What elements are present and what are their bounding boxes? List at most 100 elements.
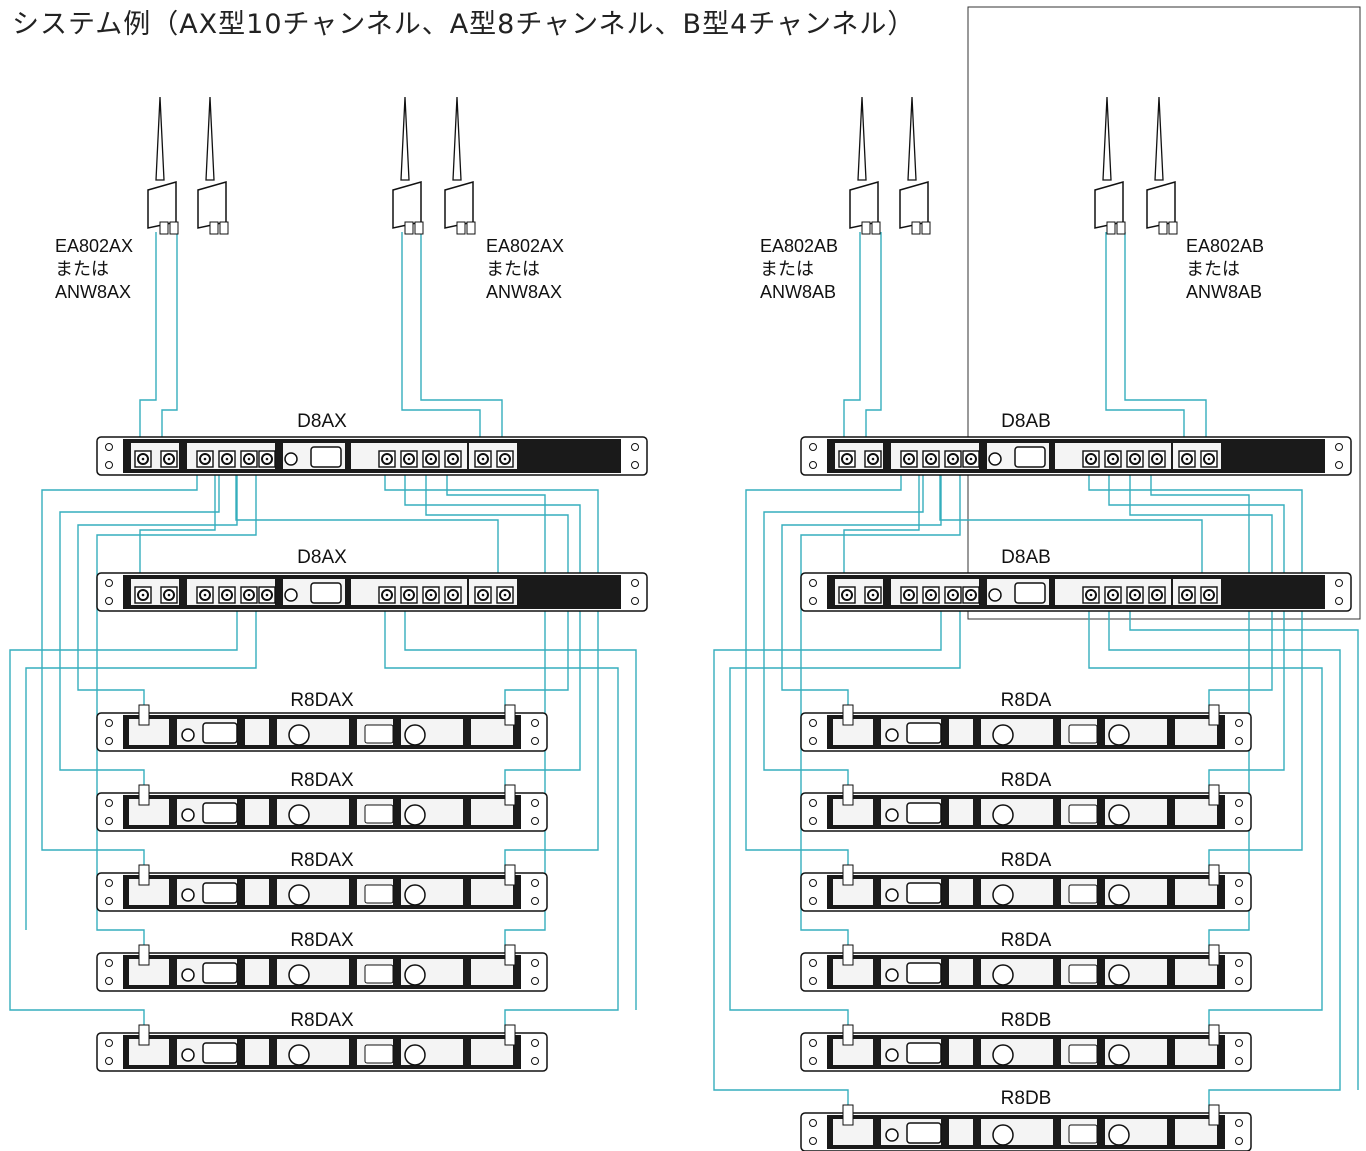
rack-hole <box>1335 461 1343 469</box>
antenna-body <box>197 181 227 229</box>
svg-text:EA802AX: EA802AX <box>486 236 564 256</box>
rack-hole <box>105 897 113 905</box>
panel-section <box>245 879 269 905</box>
bnc-pin <box>203 457 207 461</box>
svg-text:または: または <box>486 259 540 279</box>
rack-hole <box>631 579 639 587</box>
coax-cable <box>1105 232 1185 445</box>
rack-hole <box>631 597 639 605</box>
xlr-output-icon <box>1108 724 1130 746</box>
bnc-pin <box>1155 457 1159 461</box>
rack-hole <box>809 579 817 587</box>
rack-hole <box>105 461 113 469</box>
antenna-whip <box>205 96 215 181</box>
coax-cable <box>139 467 216 575</box>
rack-hole <box>531 737 539 745</box>
distributor-label: D8AX <box>297 547 347 568</box>
bnc-pin <box>929 457 933 461</box>
antenna-connector <box>159 221 169 235</box>
antenna-layer <box>147 96 1178 235</box>
svg-text:または: または <box>55 259 109 279</box>
xlr-output-icon <box>404 804 426 826</box>
antenna-port-icon <box>1208 704 1220 726</box>
dual-jack-icon <box>1068 804 1098 824</box>
dual-jack-icon <box>364 1044 394 1064</box>
svg-text:ANW8AX: ANW8AX <box>55 282 131 302</box>
rack-hole <box>809 461 817 469</box>
rack-hole <box>809 897 817 905</box>
receiver-r8dax-5 <box>96 1024 548 1072</box>
rack-hole <box>105 737 113 745</box>
power-inlet-icon <box>906 1122 942 1144</box>
antenna-5 <box>849 96 881 235</box>
coax-cable <box>1150 467 1250 953</box>
antenna-port-icon <box>842 1024 854 1046</box>
bnc-pin <box>225 457 229 461</box>
rack-hole <box>631 461 639 469</box>
receiver-r8d-4 <box>800 944 1252 992</box>
distributor-label: D8AB <box>1001 411 1051 432</box>
receiver-r8d-1 <box>800 704 1252 752</box>
power-inlet-icon <box>202 882 238 904</box>
svg-text:または: または <box>760 259 814 279</box>
power-inlet-icon <box>906 962 942 984</box>
antenna-label-left-ab: EA802AB または ANW8AB <box>760 236 838 302</box>
antenna-port-icon <box>1208 1024 1220 1046</box>
rack-hole <box>105 959 113 967</box>
coax-cable <box>1108 467 1285 793</box>
antenna-connector <box>871 221 881 235</box>
xlr-output-icon <box>288 1044 310 1066</box>
bnc-pin <box>503 593 507 597</box>
power-switch-icon <box>988 588 1002 602</box>
rack-hole <box>531 1039 539 1047</box>
coax-cable <box>446 467 546 953</box>
bnc-pin <box>1133 593 1137 597</box>
receiver-label: R8DA <box>1001 850 1052 871</box>
antenna-port-icon <box>842 704 854 726</box>
coax-cable <box>161 232 178 445</box>
antenna-port-icon <box>138 784 150 806</box>
bnc-pin <box>871 593 875 597</box>
boundary-frame <box>967 6 1361 620</box>
receiver-r8dax-1 <box>96 704 548 752</box>
power-inlet-icon <box>202 802 238 824</box>
antenna-whip <box>857 96 867 181</box>
svg-text:EA802AX: EA802AX <box>55 236 133 256</box>
power-switch-icon <box>885 808 899 822</box>
coax-cable <box>1108 603 1341 1113</box>
antenna-connector <box>209 221 219 235</box>
antenna-port-icon <box>504 1024 516 1046</box>
bnc-pin <box>481 593 485 597</box>
svg-text:ANW8AB: ANW8AB <box>1186 282 1262 302</box>
bnc-pin <box>247 593 251 597</box>
rack-hole <box>809 443 817 451</box>
antenna-body <box>899 181 929 229</box>
coax-cable <box>843 467 920 575</box>
antenna-port-icon <box>1208 784 1220 806</box>
panel-section <box>949 719 973 745</box>
bnc-pin <box>141 593 145 597</box>
panel-section <box>277 799 349 825</box>
receiver-label: R8DB <box>1001 1088 1052 1109</box>
xlr-output-icon <box>1108 1044 1130 1066</box>
antenna-port-icon <box>138 1024 150 1046</box>
power-switch-icon <box>885 1048 899 1062</box>
bnc-pin <box>951 457 955 461</box>
bnc-pin <box>167 593 171 597</box>
dual-jack-icon <box>364 724 394 744</box>
bnc-pin <box>503 457 507 461</box>
antenna-connector <box>921 221 931 235</box>
coax-cable <box>384 467 599 873</box>
power-switch-icon <box>181 1048 195 1062</box>
coax-cable <box>1088 603 1323 1033</box>
rack-hole <box>809 879 817 887</box>
antenna-whip <box>1102 96 1112 181</box>
coax-cable <box>420 232 503 445</box>
power-switch-icon <box>181 808 195 822</box>
xlr-output-icon <box>992 884 1014 906</box>
rack-hole <box>105 579 113 587</box>
antenna-whip <box>452 96 462 181</box>
bnc-pin <box>1185 457 1189 461</box>
bnc-pin <box>1111 457 1115 461</box>
bnc-pin <box>265 593 269 597</box>
